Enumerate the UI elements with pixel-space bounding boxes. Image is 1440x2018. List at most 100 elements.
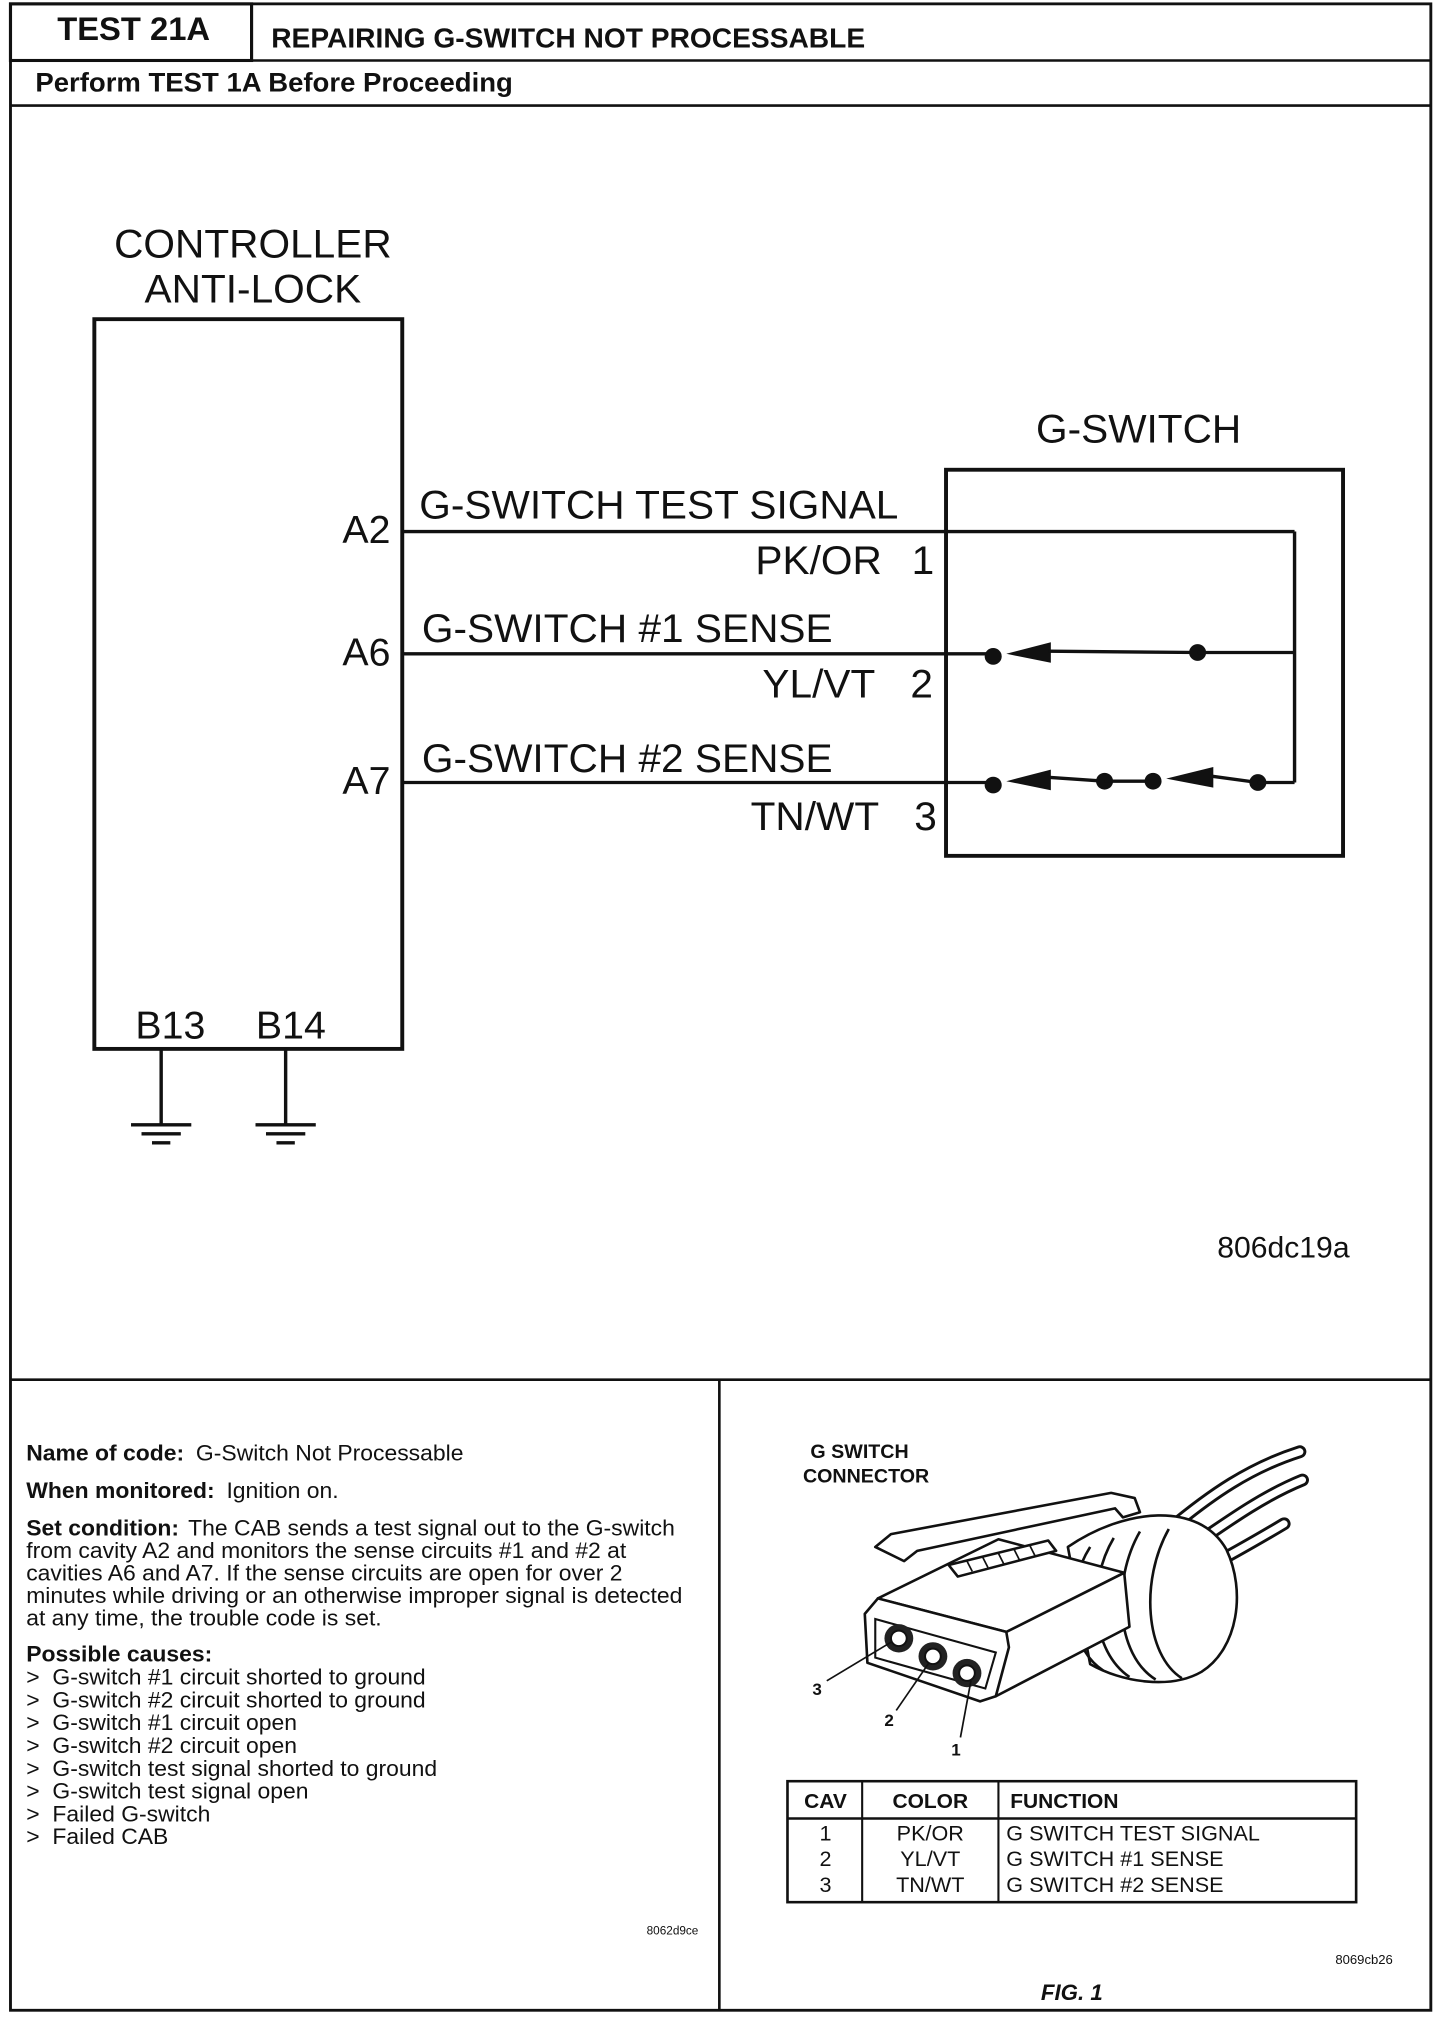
code-description: Name of code: G-Switch Not Processable Wh… [26, 1440, 698, 1937]
cause-bullet: > [26, 1664, 39, 1690]
pin-number-test-signal: 1 [912, 538, 935, 583]
switch-2b-contact [1144, 772, 1162, 790]
pin-number-sense-2: 3 [914, 794, 937, 839]
connector-title-line1: G SWITCH [810, 1441, 908, 1463]
circuit-name-sense-2: G-SWITCH #2 SENSE [422, 737, 833, 782]
cause-bullet: > [26, 1755, 39, 1781]
set-condition-label: Set condition: [26, 1515, 179, 1541]
switch-1-arrow [1006, 642, 1051, 663]
circuit-name-test-signal: G-SWITCH TEST SIGNAL [419, 483, 898, 528]
g-switch-title: G-SWITCH [1036, 407, 1241, 452]
switch-2a-blade [1048, 775, 1105, 783]
controller-title-line2: ANTI-LOCK [145, 267, 362, 312]
table-cell-cav: 1 [819, 1822, 831, 1846]
connector-latch-grip-ridge [1013, 1549, 1021, 1561]
name-of-code-label: Name of code: [26, 1440, 184, 1466]
connector-latch-grip-ridge [1029, 1545, 1036, 1557]
diagram-figure-id: 806dc19a [1217, 1232, 1350, 1265]
cause-bullet: > [26, 1801, 39, 1827]
figure-caption: FIG. 1 [1041, 1980, 1103, 2005]
wire-color-sense-2: TN/WT [751, 794, 880, 839]
cause-bullet: > [26, 1709, 39, 1735]
wire-color-sense-1: YL/VT [762, 662, 875, 707]
when-monitored-value: Ignition on. [226, 1477, 338, 1503]
page-title: REPAIRING G-SWITCH NOT PROCESSABLE [271, 23, 865, 54]
connector-cavity-3-socket [890, 1629, 908, 1648]
prerequisite-note: Perform TEST 1A Before Proceeding [35, 67, 512, 98]
cause-item: G-switch test signal shorted to ground [52, 1755, 437, 1781]
connector-latch [873, 1491, 1142, 1563]
connector-latch-grip-ridge [997, 1553, 1005, 1565]
g-switch-box [944, 467, 1346, 858]
connector-icon [863, 1445, 1309, 1703]
name-of-code-value: G-Switch Not Processable [196, 1440, 464, 1466]
cause-item: G-switch #2 circuit open [52, 1732, 297, 1758]
connector-front-recess [874, 1617, 998, 1690]
cause-item: G-switch #2 circuit shorted to ground [52, 1687, 425, 1713]
switch-2a-contact [984, 776, 1002, 794]
cause-item: G-switch #1 circuit shorted to ground [52, 1664, 425, 1690]
connector-latch-grip-ridge [981, 1556, 989, 1568]
switch-1-contact [984, 647, 1002, 665]
table-header-color: COLOR [892, 1790, 968, 1813]
description-figure-id: 8062d9ce [647, 1924, 699, 1937]
cause-bullet: > [26, 1687, 39, 1713]
cause-item: Failed CAB [52, 1823, 168, 1849]
switch-2a-arrow [1006, 769, 1051, 791]
set-condition-line: cavities A6 and A7. If the sense circuit… [26, 1560, 622, 1586]
table-cell-color: PK/OR [897, 1822, 964, 1846]
name-of-code-row: Name of code: G-Switch Not Processable [26, 1440, 463, 1466]
ground-icon [131, 1048, 192, 1145]
set-condition-line: from cavity A2 and monitors the sense ci… [26, 1537, 627, 1563]
test-id: TEST 21A [57, 11, 210, 47]
connector-boot [1066, 1514, 1239, 1684]
connector-title-line2: CONNECTOR [803, 1466, 929, 1488]
callout-label-2: 2 [884, 1711, 893, 1730]
when-monitored-label: When monitored: [26, 1477, 214, 1503]
switch-2b-arrow [1166, 767, 1214, 788]
table-cell-cav: 2 [819, 1847, 831, 1871]
cavity-label-a2: A2 [342, 509, 390, 552]
connector-cavity-1-socket [958, 1664, 976, 1682]
callout-leader-2 [895, 1662, 930, 1711]
table-cell-cav: 3 [819, 1873, 831, 1897]
cavity-label-b13: B13 [135, 1005, 205, 1048]
switch-2-icon [946, 767, 1295, 794]
cavity-label-a6: A6 [342, 632, 390, 675]
callout-label-1: 1 [951, 1741, 960, 1760]
connector-boot-rib [1148, 1528, 1183, 1680]
table-cell-color: TN/WT [896, 1873, 964, 1897]
ground-icon [255, 1048, 316, 1145]
cause-item: Failed G-switch [52, 1801, 210, 1827]
table-header-cav: CAV [804, 1790, 847, 1813]
wire-color-test-signal: PK/OR [755, 538, 881, 583]
callout-leader-1 [959, 1680, 972, 1738]
table-cell-function: G SWITCH #2 SENSE [1006, 1873, 1223, 1897]
switch-1-icon [946, 642, 1295, 665]
connector-latch-grip [947, 1539, 1058, 1578]
connector-figure: G SWITCH CONNECTOR [786, 1441, 1393, 2005]
cause-bullet: > [26, 1732, 39, 1758]
wiring-diagram: CONTROLLER ANTI-LOCK A2 A6 A7 G-SWITCH T… [92, 222, 1350, 1265]
set-condition-line: at any time, the trouble code is set. [26, 1605, 381, 1631]
when-monitored-row: When monitored: Ignition on. [26, 1477, 338, 1503]
connector-latch-grip-ridge [966, 1560, 973, 1572]
pin-number-sense-1: 2 [910, 662, 933, 707]
set-condition-line: Set condition: The CAB sends a test signa… [26, 1515, 675, 1541]
cause-bullet: > [26, 1778, 39, 1804]
pinout-table: CAV COLOR FUNCTION 1 PK/OR G SWITCH TEST… [786, 1779, 1358, 1904]
callout-leader-3 [826, 1641, 892, 1682]
table-header-function: FUNCTION [1010, 1790, 1118, 1813]
circuit-name-sense-1: G-SWITCH #1 SENSE [422, 607, 833, 652]
connector-cavity-2-socket [924, 1647, 942, 1666]
connector-figure-id: 8069cb26 [1335, 1952, 1392, 1967]
cause-item: G-switch #1 circuit open [52, 1709, 297, 1735]
controller-title-line1: CONTROLLER [114, 222, 392, 267]
table-cell-function: G SWITCH TEST SIGNAL [1006, 1822, 1260, 1846]
set-condition-text: The CAB sends a test signal out to the G… [188, 1515, 675, 1541]
cause-bullet: > [26, 1823, 39, 1849]
cavity-label-a7: A7 [342, 760, 390, 803]
cause-item: G-switch test signal open [52, 1778, 308, 1804]
table-cell-color: YL/VT [900, 1847, 960, 1871]
